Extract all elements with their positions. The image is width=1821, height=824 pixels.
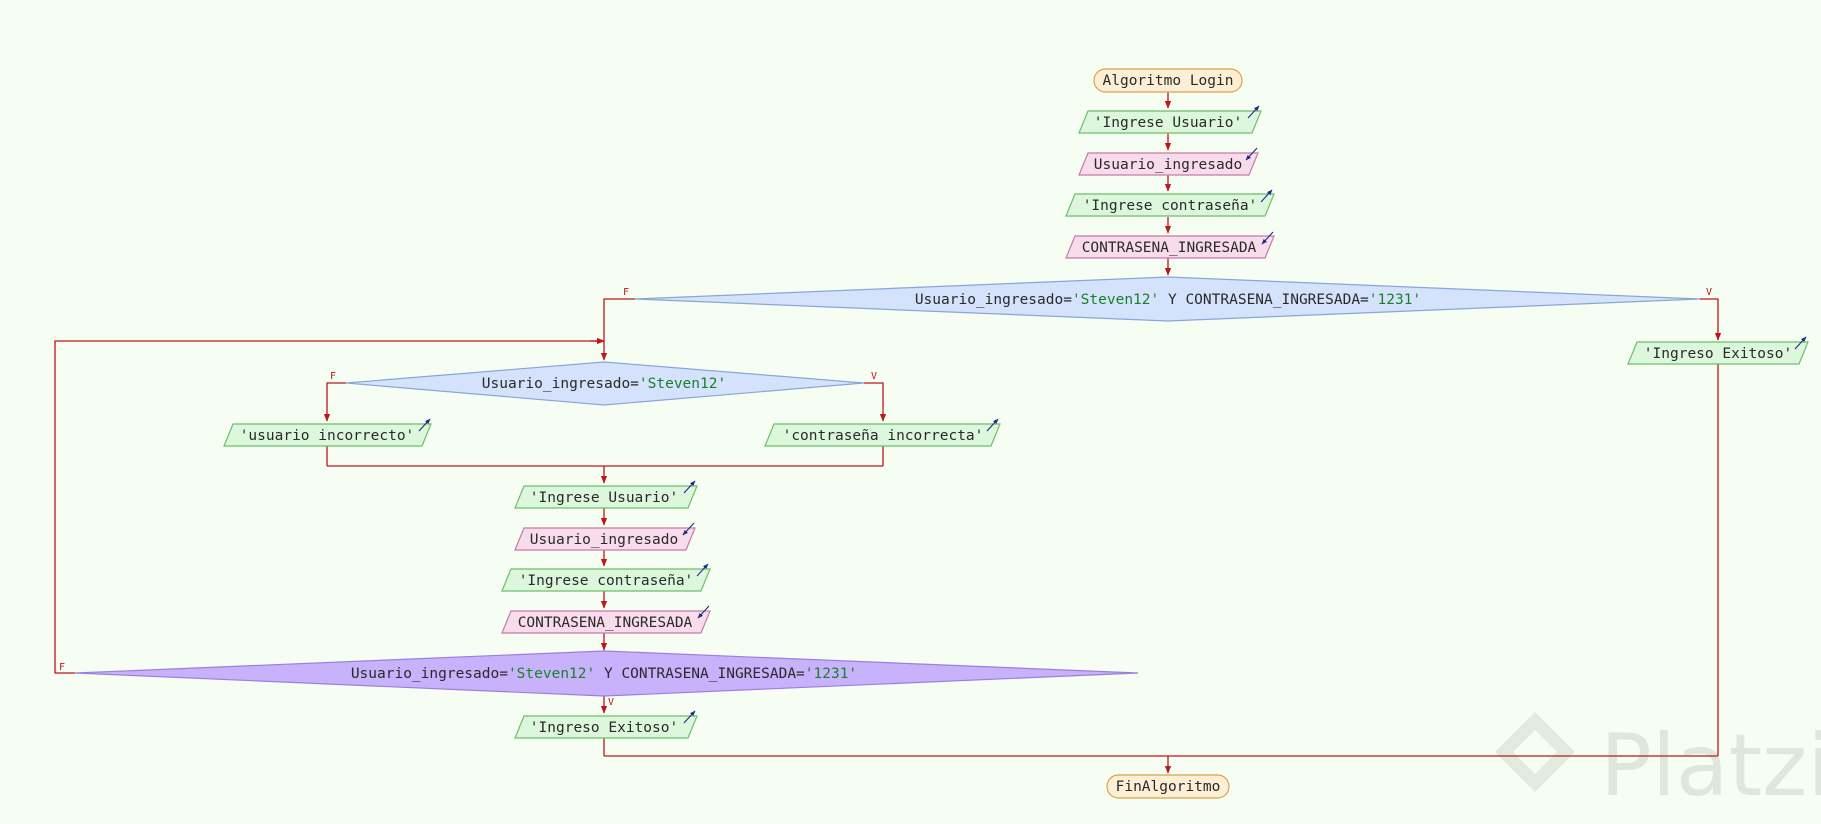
output-arrow-icon bbox=[683, 710, 696, 724]
output-arrow-icon bbox=[418, 418, 431, 432]
start-terminal[interactable]: Algoritmo Login bbox=[1093, 68, 1243, 93]
check-user-decision-text: Usuario_ingresado='Steven12' bbox=[482, 376, 726, 392]
end-terminal[interactable]: FinAlgoritmo bbox=[1106, 774, 1230, 799]
output-contrasena-incorrecta-text: 'contraseña incorrecta' bbox=[783, 428, 984, 444]
output-arrow-icon bbox=[696, 563, 709, 577]
input-arrow-icon bbox=[697, 605, 710, 619]
main-false-label: F bbox=[623, 287, 629, 298]
input-arrow-icon bbox=[1261, 231, 1274, 245]
output-contrasena-incorrecta[interactable]: 'contraseña incorrecta' bbox=[764, 418, 1001, 447]
main-input-contrasena[interactable]: CONTRASENA_INGRESADA bbox=[1065, 231, 1275, 259]
loop-true-label: V bbox=[608, 697, 614, 708]
output-arrow-icon bbox=[1247, 105, 1260, 119]
check-true-label: V bbox=[871, 371, 877, 382]
main-true-label: V bbox=[1706, 287, 1712, 298]
input-arrow-icon bbox=[1245, 147, 1258, 161]
watermark-text: Platzi bbox=[1600, 716, 1821, 816]
loop-output-ingrese-contrasena[interactable]: 'Ingrese contraseña' bbox=[501, 563, 711, 592]
main-input-contrasena-text: CONTRASENA_INGRESADA bbox=[1082, 240, 1257, 256]
check-user-decision[interactable]: Usuario_ingresado='Steven12' bbox=[345, 361, 865, 406]
loop-output-ingrese-usuario-text: 'Ingrese Usuario' bbox=[530, 490, 678, 506]
output-arrow-icon bbox=[1794, 336, 1807, 350]
loop-input-contrasena-text: CONTRASENA_INGRESADA bbox=[518, 615, 693, 631]
loop-output-ingrese-usuario[interactable]: 'Ingrese Usuario' bbox=[514, 480, 698, 509]
main-decision[interactable]: Usuario_ingresado='Steven12' Y CONTRASEN… bbox=[634, 276, 1701, 322]
output-usuario-incorrecto-text: 'usuario incorrecto' bbox=[240, 428, 415, 444]
flow-connectors bbox=[54, 92, 1722, 774]
main-decision-text: Usuario_ingresado='Steven12' Y CONTRASEN… bbox=[915, 292, 1421, 308]
end-label: FinAlgoritmo bbox=[1116, 779, 1221, 795]
loop-output-ingreso-exitoso-text: 'Ingreso Exitoso' bbox=[530, 720, 678, 736]
check-false-label: F bbox=[330, 371, 336, 382]
main-input-usuario[interactable]: Usuario_ingresado bbox=[1078, 147, 1259, 176]
main-input-usuario-text: Usuario_ingresado bbox=[1094, 157, 1242, 173]
loop-input-contrasena[interactable]: CONTRASENA_INGRESADA bbox=[501, 605, 711, 634]
loop-input-usuario-text: Usuario_ingresado bbox=[530, 532, 678, 548]
loop-condition-decision[interactable]: Usuario_ingresado='Steven12' Y CONTRASEN… bbox=[74, 650, 1139, 697]
platzi-watermark: Platzi bbox=[1495, 712, 1821, 816]
output-arrow-icon bbox=[1260, 189, 1273, 203]
main-output-ingreso-exitoso[interactable]: 'Ingreso Exitoso' bbox=[1627, 336, 1809, 365]
main-output-ingrese-contrasena[interactable]: 'Ingrese contraseña' bbox=[1065, 189, 1275, 217]
loop-false-label: F bbox=[59, 662, 65, 673]
loop-output-ingrese-contrasena-text: 'Ingrese contraseña' bbox=[519, 573, 694, 589]
input-arrow-icon bbox=[682, 522, 695, 536]
loop-condition-text: Usuario_ingresado='Steven12' Y CONTRASEN… bbox=[351, 666, 857, 682]
main-output-ingrese-usuario-text: 'Ingrese Usuario' bbox=[1094, 115, 1242, 131]
main-output-ingrese-contrasena-text: 'Ingrese contraseña' bbox=[1083, 198, 1258, 214]
loop-output-ingreso-exitoso[interactable]: 'Ingreso Exitoso' bbox=[514, 710, 698, 739]
start-label: Algoritmo Login bbox=[1103, 73, 1234, 89]
main-output-ingrese-usuario[interactable]: 'Ingrese Usuario' bbox=[1078, 105, 1262, 134]
output-arrow-icon bbox=[986, 418, 999, 432]
main-output-ingreso-exitoso-text: 'Ingreso Exitoso' bbox=[1644, 346, 1792, 362]
output-usuario-incorrecto[interactable]: 'usuario incorrecto' bbox=[223, 418, 432, 447]
loop-input-usuario[interactable]: Usuario_ingresado bbox=[514, 522, 696, 551]
output-arrow-icon bbox=[683, 480, 696, 494]
